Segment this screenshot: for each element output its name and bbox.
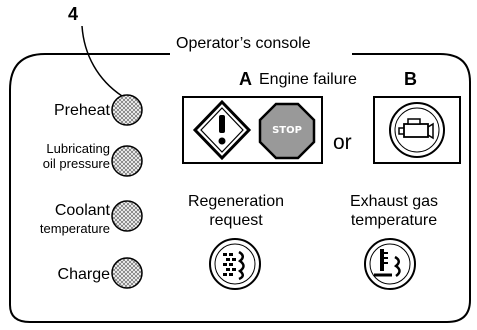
warning-icon: [192, 99, 252, 161]
exhaust-caption: Exhaust gas temperature: [334, 192, 454, 230]
engine-failure-label-b: B: [404, 69, 417, 89]
preheat-label: Preheat: [53, 102, 110, 119]
regeneration-caption-line1: Regeneration: [187, 193, 285, 210]
oil-pressure-indicator-lamp: [111, 145, 143, 177]
callout-number: 4: [68, 4, 79, 24]
stop-sign-icon: [258, 102, 316, 160]
charge-label: Charge: [57, 266, 110, 283]
engine-failure-label-a: A: [239, 69, 252, 89]
console-title: Operator’s console: [176, 35, 311, 52]
regeneration-caption-line2: request: [209, 212, 263, 229]
exhaust-caption-line2: temperature: [350, 212, 438, 229]
exhaust-temperature-icon: [364, 238, 416, 290]
regeneration-icon: [209, 238, 261, 290]
oil-pressure-label-line1: Lubricating: [46, 141, 110, 156]
coolant-label-line1: Coolant: [54, 202, 110, 219]
engine-failure-a-frame: [182, 96, 323, 164]
engine-failure-title: Engine failure: [259, 71, 357, 88]
regeneration-caption: Regeneration request: [176, 192, 296, 230]
engine-failure-b-frame: [373, 96, 461, 164]
console-outline: [9, 53, 471, 323]
oil-pressure-label: Lubricating oil pressure: [43, 141, 110, 171]
coolant-temperature-indicator-lamp: [111, 200, 143, 232]
or-text: or: [333, 131, 352, 154]
coolant-label-line2: temperature: [39, 221, 110, 236]
charge-indicator-lamp: [111, 257, 143, 289]
preheat-indicator-lamp: [111, 94, 143, 126]
check-engine-icon: [389, 102, 445, 158]
callout-leader-line: [81, 25, 123, 97]
oil-pressure-label-line2: oil pressure: [42, 156, 110, 171]
exhaust-caption-line1: Exhaust gas: [349, 193, 439, 210]
stop-sign-text: STOP: [272, 125, 302, 136]
